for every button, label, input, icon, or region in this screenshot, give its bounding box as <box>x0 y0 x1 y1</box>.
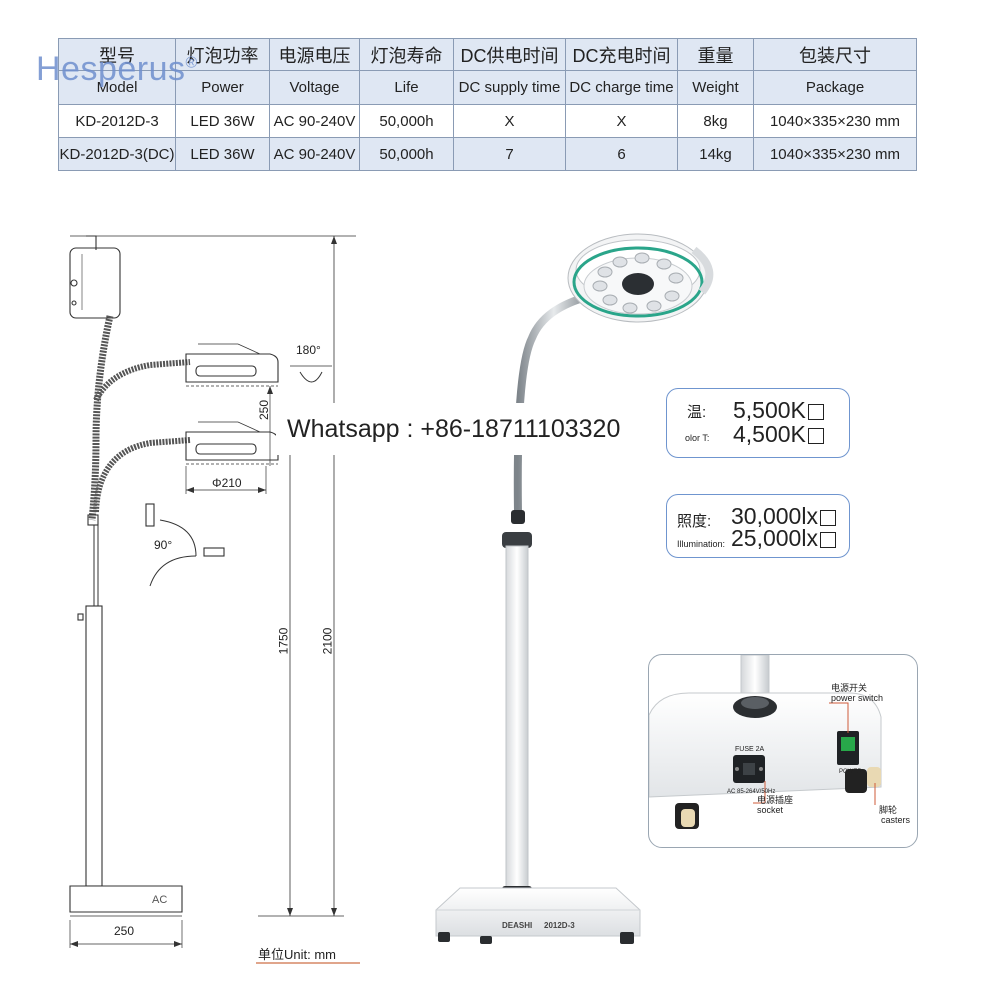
socket-label-en: socket <box>757 805 784 815</box>
unit-label: 单位Unit: mm <box>258 947 337 962</box>
illumination-value: 25,000lx <box>731 525 818 551</box>
table-cell: X <box>565 104 678 138</box>
watermark-text: Hesperus <box>36 50 186 88</box>
header-cell: Weight <box>677 70 754 105</box>
power-switch-label-en: power switch <box>831 693 884 703</box>
header-cell: 型号 <box>58 38 176 71</box>
header-cell: Package <box>753 70 917 105</box>
illumination-label-cn: 照度: <box>677 513 712 530</box>
base-detail-inset: FUSE 2A AC 85-264V/50Hz POWER 电源开关 power… <box>648 654 918 848</box>
header-cell: 灯泡寿命 <box>359 38 454 71</box>
table-cell: 7 <box>453 137 566 171</box>
illumination-option-1: 30,000lx <box>731 503 836 530</box>
unit-underline <box>256 962 360 964</box>
table-cell: 8kg <box>677 104 754 138</box>
table-header-cn: 型号 灯泡功率 电源电压 灯泡寿命 DC供电时间 DC充电时间 重量 包装尺寸 <box>58 38 917 71</box>
header-cell: Voltage <box>269 70 360 105</box>
table-cell: KD-2012D-3 <box>58 104 176 138</box>
base-model-text: 2012D-3 <box>544 921 575 930</box>
table-cell: 6 <box>565 137 678 171</box>
table-cell: AC 90-240V <box>269 137 360 171</box>
table-row: KD-2012D-3(DC) LED 36W AC 90-240V 50,000… <box>58 137 917 171</box>
checkbox-icon <box>819 509 836 526</box>
header-cell: DC供电时间 <box>453 38 566 71</box>
voltage-rating-label: AC 85-264V/50Hz <box>727 789 776 795</box>
registered-mark: ® <box>185 54 198 72</box>
header-cell: DC supply time <box>453 70 566 105</box>
rotation-180-label: 180° <box>296 343 321 357</box>
table-cell: 1040×335×230 mm <box>753 137 917 171</box>
header-cell: 包装尺寸 <box>753 38 917 71</box>
brand-watermark: Hesperus® <box>36 50 198 89</box>
color-temp-value: 4,500K <box>733 421 806 447</box>
socket-label-cn: 电源插座 <box>757 795 794 805</box>
diameter-dimension: Φ210 <box>212 476 242 490</box>
base-brand-text: DEASHI <box>502 921 532 930</box>
header-cell: Life <box>359 70 454 105</box>
checkbox-icon <box>807 427 824 444</box>
fuse-label: FUSE 2A <box>735 746 765 753</box>
lamp-product-image: DEASHI 2012D-3 <box>435 233 714 944</box>
dimension-drawing <box>69 235 356 948</box>
table-row: KD-2012D-3 LED 36W AC 90-240V 50,000h X … <box>58 104 917 138</box>
spec-table: 型号 灯泡功率 电源电压 灯泡寿命 DC供电时间 DC充电时间 重量 包装尺寸 … <box>58 38 917 171</box>
table-cell: 1040×335×230 mm <box>753 104 917 138</box>
color-temp-option-2: 4,500K <box>733 421 824 448</box>
header-cell: DC charge time <box>565 70 678 105</box>
whatsapp-contact: Whatsapp : +86-18711103320 <box>277 404 685 454</box>
table-cell: 50,000h <box>359 137 454 171</box>
power-switch-label-cn: 电源开关 <box>831 683 868 693</box>
checkbox-icon <box>819 531 836 548</box>
header-cell: Model <box>58 70 176 105</box>
illumination-label-en: Illumination: <box>677 539 726 549</box>
height-min-dimension: 1750 <box>276 627 291 655</box>
table-header-en: Model Power Voltage Life DC supply time … <box>58 70 917 105</box>
header-cell: 电源电压 <box>269 38 360 71</box>
table-cell: AC 90-240V <box>269 104 360 138</box>
color-temp-label-cn: 温: <box>687 404 707 421</box>
color-temperature-box: 温: olor T: 5,500K 4,500K <box>666 388 850 458</box>
header-cell: DC充电时间 <box>565 38 678 71</box>
illumination-option-2: 25,000lx <box>731 525 836 552</box>
header-cell: Power <box>175 70 270 105</box>
color-temp-value: 5,500K <box>733 397 806 423</box>
illumination-value: 30,000lx <box>731 503 818 529</box>
table-cell: 50,000h <box>359 104 454 138</box>
table-cell: 14kg <box>677 137 754 171</box>
color-temp-option-1: 5,500K <box>733 397 824 424</box>
gap-dimension: 250 <box>257 399 272 421</box>
rotation-90-label: 90° <box>154 538 173 552</box>
table-cell: X <box>453 104 566 138</box>
illumination-box: 照度: Illumination: 30,000lx 25,000lx <box>666 494 850 558</box>
base-width-dimension: 250 <box>114 924 135 938</box>
table-cell: LED 36W <box>175 137 270 171</box>
casters-label-en: casters <box>881 815 911 825</box>
color-temp-label-en: olor T: <box>685 433 710 443</box>
casters-label-cn: 脚轮 <box>879 805 898 815</box>
base-detail-image <box>649 655 882 829</box>
checkbox-icon <box>807 403 824 420</box>
header-cell: 重量 <box>677 38 754 71</box>
table-cell: LED 36W <box>175 104 270 138</box>
table-cell: KD-2012D-3(DC) <box>58 137 176 171</box>
base-mark: AC <box>152 894 168 906</box>
switch-power-mark: POWER <box>839 769 862 775</box>
height-max-dimension: 2100 <box>320 627 335 655</box>
